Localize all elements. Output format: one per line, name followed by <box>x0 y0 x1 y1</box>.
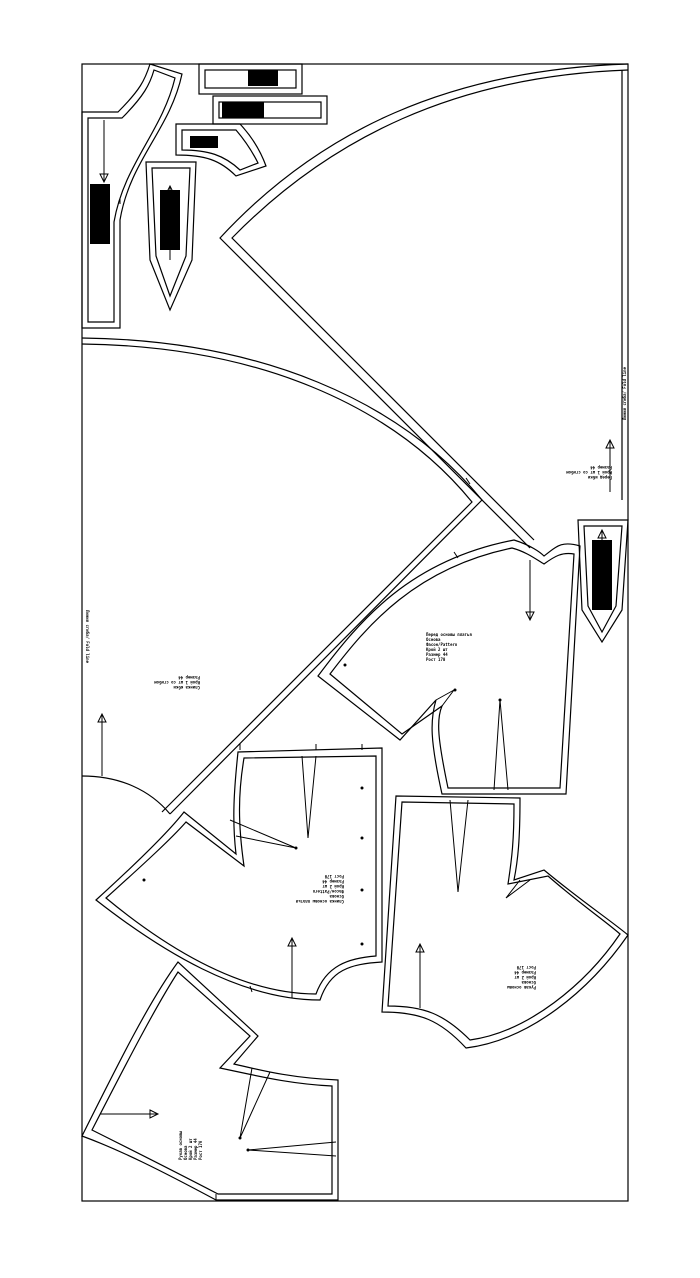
right-sleeve-piece <box>381 795 629 1049</box>
svg-text:Основа: Основа <box>183 1145 188 1160</box>
front-bodice-piece <box>317 539 581 795</box>
svg-text:Спинка основы платья: Спинка основы платья <box>295 899 344 904</box>
fold-line-label-left: Линия сгиба/ Fold line <box>85 610 90 664</box>
left-sleeve-piece <box>81 961 339 1201</box>
pocket-piece-top <box>145 161 197 312</box>
facing-strip-piece <box>81 63 183 329</box>
skirt-front-piece <box>219 63 629 549</box>
sheet-border <box>81 63 629 1202</box>
svg-text:Размер 44: Размер 44 <box>426 652 448 657</box>
svg-text:Рост 170: Рост 170 <box>198 1140 203 1160</box>
back-bodice-label: Спинка основы платья Основа Фасон/Patter… <box>295 874 344 904</box>
left-sleeve-label: Рукав основы Основа Крой 2 шт Размер 44 … <box>178 1131 203 1160</box>
svg-text:Крой 2 шт: Крой 2 шт <box>514 975 536 980</box>
svg-text:Размер 44: Размер 44 <box>178 675 200 680</box>
front-bodice-label: Перед основы платья Основа Фасон/Pattern… <box>426 632 472 662</box>
svg-text:Рукав основы: Рукав основы <box>178 1131 183 1160</box>
svg-text:Рост 170: Рост 170 <box>426 657 446 662</box>
belt-piece <box>198 63 303 95</box>
cuff-piece <box>212 95 328 125</box>
svg-text:Рукав основы: Рукав основы <box>507 985 536 990</box>
svg-text:Размер 44: Размер 44 <box>193 1138 198 1160</box>
svg-text:Основа: Основа <box>426 637 441 642</box>
svg-text:Фасон/Pattern: Фасон/Pattern <box>312 889 344 894</box>
right-sleeve-label: Рукав основы Основа Крой 2 шт Размер 44 … <box>507 965 536 990</box>
svg-text:Крой 1 шт со сгибом: Крой 1 шт со сгибом <box>566 470 612 475</box>
skirt-back-label: Спинка юбки Крой 1 шт со сгибом Размер 4… <box>154 675 200 690</box>
svg-text:Рост 170: Рост 170 <box>324 874 344 879</box>
svg-text:Основа: Основа <box>329 894 344 899</box>
svg-text:Основа: Основа <box>521 980 536 985</box>
collar-piece <box>175 123 267 177</box>
grain-arrows <box>97 120 615 1119</box>
fold-line-label-right: Линия сгиба/ Fold line <box>622 366 627 420</box>
svg-text:Рост 170: Рост 170 <box>516 965 536 970</box>
svg-text:Размер 44: Размер 44 <box>322 879 344 884</box>
back-bodice-piece <box>95 747 383 1001</box>
svg-text:Крой 1 шт со сгибом: Крой 1 шт со сгибом <box>154 680 200 685</box>
skirt-front-label: Перед юбки Крой 1 шт со сгибом Размер 44 <box>566 465 612 480</box>
svg-text:Размер 44: Размер 44 <box>514 970 536 975</box>
svg-text:Крой 2 шт: Крой 2 шт <box>322 884 344 889</box>
svg-text:Размер 44: Размер 44 <box>590 465 612 470</box>
svg-text:Спинка юбки: Спинка юбки <box>173 685 200 690</box>
svg-text:Крой 2 шт: Крой 2 шт <box>188 1138 193 1160</box>
svg-text:Перед юбки: Перед юбки <box>587 475 612 480</box>
svg-text:Перед основы платья: Перед основы платья <box>426 632 472 637</box>
skirt-back-piece <box>81 337 483 815</box>
facing-label-block <box>90 184 110 244</box>
svg-text:Фасон/Pattern: Фасон/Pattern <box>426 642 458 647</box>
svg-text:Крой 2 шт: Крой 2 шт <box>426 647 448 652</box>
notch-marks <box>119 198 471 1200</box>
